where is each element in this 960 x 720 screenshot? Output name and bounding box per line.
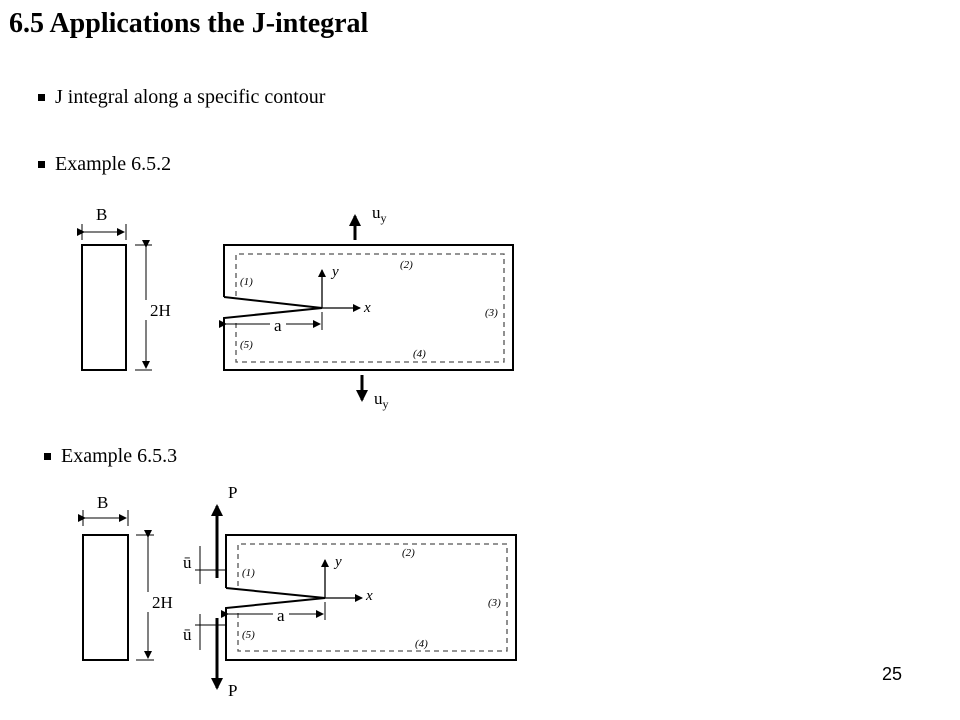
specimen-outline xyxy=(223,244,514,371)
x-axis-label: x xyxy=(363,300,371,316)
square-bullet-icon xyxy=(44,453,51,460)
side-view-specimen-2: B 2H xyxy=(78,493,182,661)
segment-5-label-2: (5) xyxy=(242,629,255,641)
page-number: 25 xyxy=(882,664,903,684)
figure-example-1: B 2H x y a (1) (2) (3) (4) (5) uy uy xyxy=(77,203,514,411)
segment-2-label-2: (2) xyxy=(402,547,415,559)
side-rectangle-2 xyxy=(82,534,129,661)
y-axis-label: y xyxy=(330,264,339,280)
segment-3-label-2: (3) xyxy=(488,597,501,609)
top-force-label: P xyxy=(228,483,237,502)
segment-3-label: (3) xyxy=(485,307,498,319)
y-axis-label-2: y xyxy=(333,554,342,570)
x-axis-label-2: x xyxy=(365,588,373,604)
segment-1-label: (1) xyxy=(240,276,253,288)
bullet-contour-text: J integral along a specific contour xyxy=(55,86,326,108)
height-label-2: 2H xyxy=(152,593,173,612)
bullet-example-2-text: Example 6.5.3 xyxy=(61,445,178,467)
segment-4-label: (4) xyxy=(413,348,426,360)
top-load-label: uy xyxy=(372,203,387,225)
width-label: B xyxy=(96,205,107,224)
segment-4-label-2: (4) xyxy=(415,638,428,650)
bullet-contour: J integral along a specific contour xyxy=(38,86,325,109)
cracked-specimen-2: x y a (1) (2) (3) (4) (5) xyxy=(221,534,517,661)
bullet-example-1: Example 6.5.2 xyxy=(38,153,171,176)
crack-length-label-2: a xyxy=(277,606,285,625)
bottom-force-label: P xyxy=(228,681,237,700)
cracked-specimen: x y a (1) (2) (3) (4) (5) xyxy=(219,244,514,371)
crack-length-label: a xyxy=(274,316,282,335)
specimen-outline-2 xyxy=(225,534,517,661)
square-bullet-icon xyxy=(38,161,45,168)
slide-title: 6.5 Applications the J-integral xyxy=(9,8,369,39)
contour-path xyxy=(235,253,505,363)
side-view-specimen: B 2H xyxy=(77,205,180,371)
segment-5-label: (5) xyxy=(240,339,253,351)
width-label-2: B xyxy=(97,493,108,512)
bullet-example-1-text: Example 6.5.2 xyxy=(55,153,172,175)
bottom-displacement-label: ū xyxy=(183,625,192,644)
displacement-marks: ū ū xyxy=(183,546,226,650)
bottom-load-label: uy xyxy=(374,389,389,411)
segment-1-label-2: (1) xyxy=(242,567,255,579)
side-rectangle xyxy=(81,244,127,371)
height-label: 2H xyxy=(150,301,171,320)
segment-2-label: (2) xyxy=(400,259,413,271)
bullet-example-2: Example 6.5.3 xyxy=(44,445,177,468)
contour-path-2 xyxy=(237,543,508,652)
top-displacement-label: ū xyxy=(183,553,192,572)
figure-example-2: B 2H ū ū x y a (1) (2) (3) (4) (5) xyxy=(78,483,517,700)
square-bullet-icon xyxy=(38,94,45,101)
